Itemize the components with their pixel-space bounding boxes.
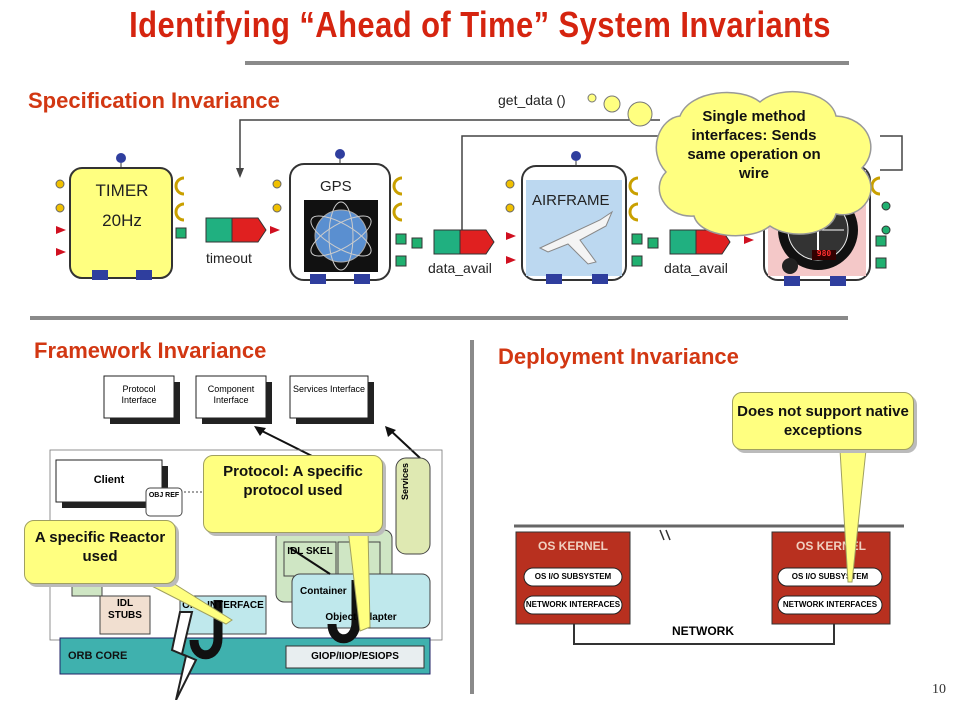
gps-label: GPS (320, 178, 352, 195)
framework-invariance-heading: Framework Invariance (34, 338, 267, 363)
timer-rate-label: 20Hz (102, 211, 142, 230)
get-data-label: get_data () (498, 92, 566, 108)
services-box: Services (400, 462, 410, 500)
giop-box: GIOP/IIOP/ESIOPS (311, 651, 399, 662)
deployment-invariance-heading: Deployment Invariance (498, 344, 739, 369)
net-if-label-left: NETWORK INTERFACES (525, 600, 621, 609)
protocol-callout: Protocol: A specific protocol used (203, 455, 383, 533)
title-rule (245, 61, 849, 65)
os-io-label-right: OS I/O SUBSYSTEM (791, 572, 869, 581)
middle-rule (30, 316, 848, 320)
exceptions-callout: Does not support native exceptions (732, 392, 914, 450)
single-method-callout-text: Single method interfaces: Sends same ope… (687, 108, 821, 182)
os-kernel-label-left: OS KERNEL (537, 539, 608, 553)
container-label: Container (300, 586, 347, 597)
timer-antenna (116, 153, 126, 163)
vertical-divider (470, 340, 474, 694)
component-interface-box: Component Interface (207, 384, 255, 405)
feedback-line-2 (461, 135, 660, 240)
reactor-callout: A specific Reactor used (24, 520, 176, 584)
idl-stubs-box: IDL STUBS (108, 598, 142, 621)
protocol-interface-box: Protocol Interface (121, 384, 157, 405)
thought-bubble (587, 93, 597, 103)
data-avail-label-2: data_avail (664, 260, 728, 276)
client-box: Client (93, 474, 125, 486)
spec-invariance-heading: Specification Invariance (28, 88, 280, 113)
os-io-label-left: OS I/O SUBSYSTEM (534, 572, 612, 581)
airframe-image (526, 180, 622, 276)
timer-label: TIMER (95, 181, 149, 200)
get-data-feedback-line (239, 119, 660, 170)
orb-core-box: ORB CORE (68, 650, 128, 662)
orb-interface-box: ORB INTERFACE (182, 600, 264, 611)
display-readout: 980 (816, 249, 832, 258)
single-method-cloud (655, 90, 872, 237)
timeout-label: timeout (206, 250, 252, 266)
network-line (573, 624, 835, 645)
thought-bubble (627, 101, 653, 127)
net-if-label-right: NETWORK INTERFACES (782, 600, 878, 609)
data-avail-label-1: data_avail (428, 260, 492, 276)
obj-ref-box: OBJ REF (148, 492, 180, 499)
deployment-diagram (514, 524, 904, 645)
network-label: NETWORK (672, 624, 734, 638)
airframe-label: AIRFRAME (532, 192, 610, 209)
page-number: 10 (932, 682, 946, 697)
framework-diagram (49, 375, 443, 700)
services-interface-box: Services Interface (292, 384, 366, 394)
thought-bubble (603, 95, 621, 113)
idl-skel-box: IDL SKEL (287, 546, 333, 557)
specification-diagram (55, 90, 903, 286)
slide-title: Identifying “Ahead of Time” System Invar… (129, 4, 831, 45)
